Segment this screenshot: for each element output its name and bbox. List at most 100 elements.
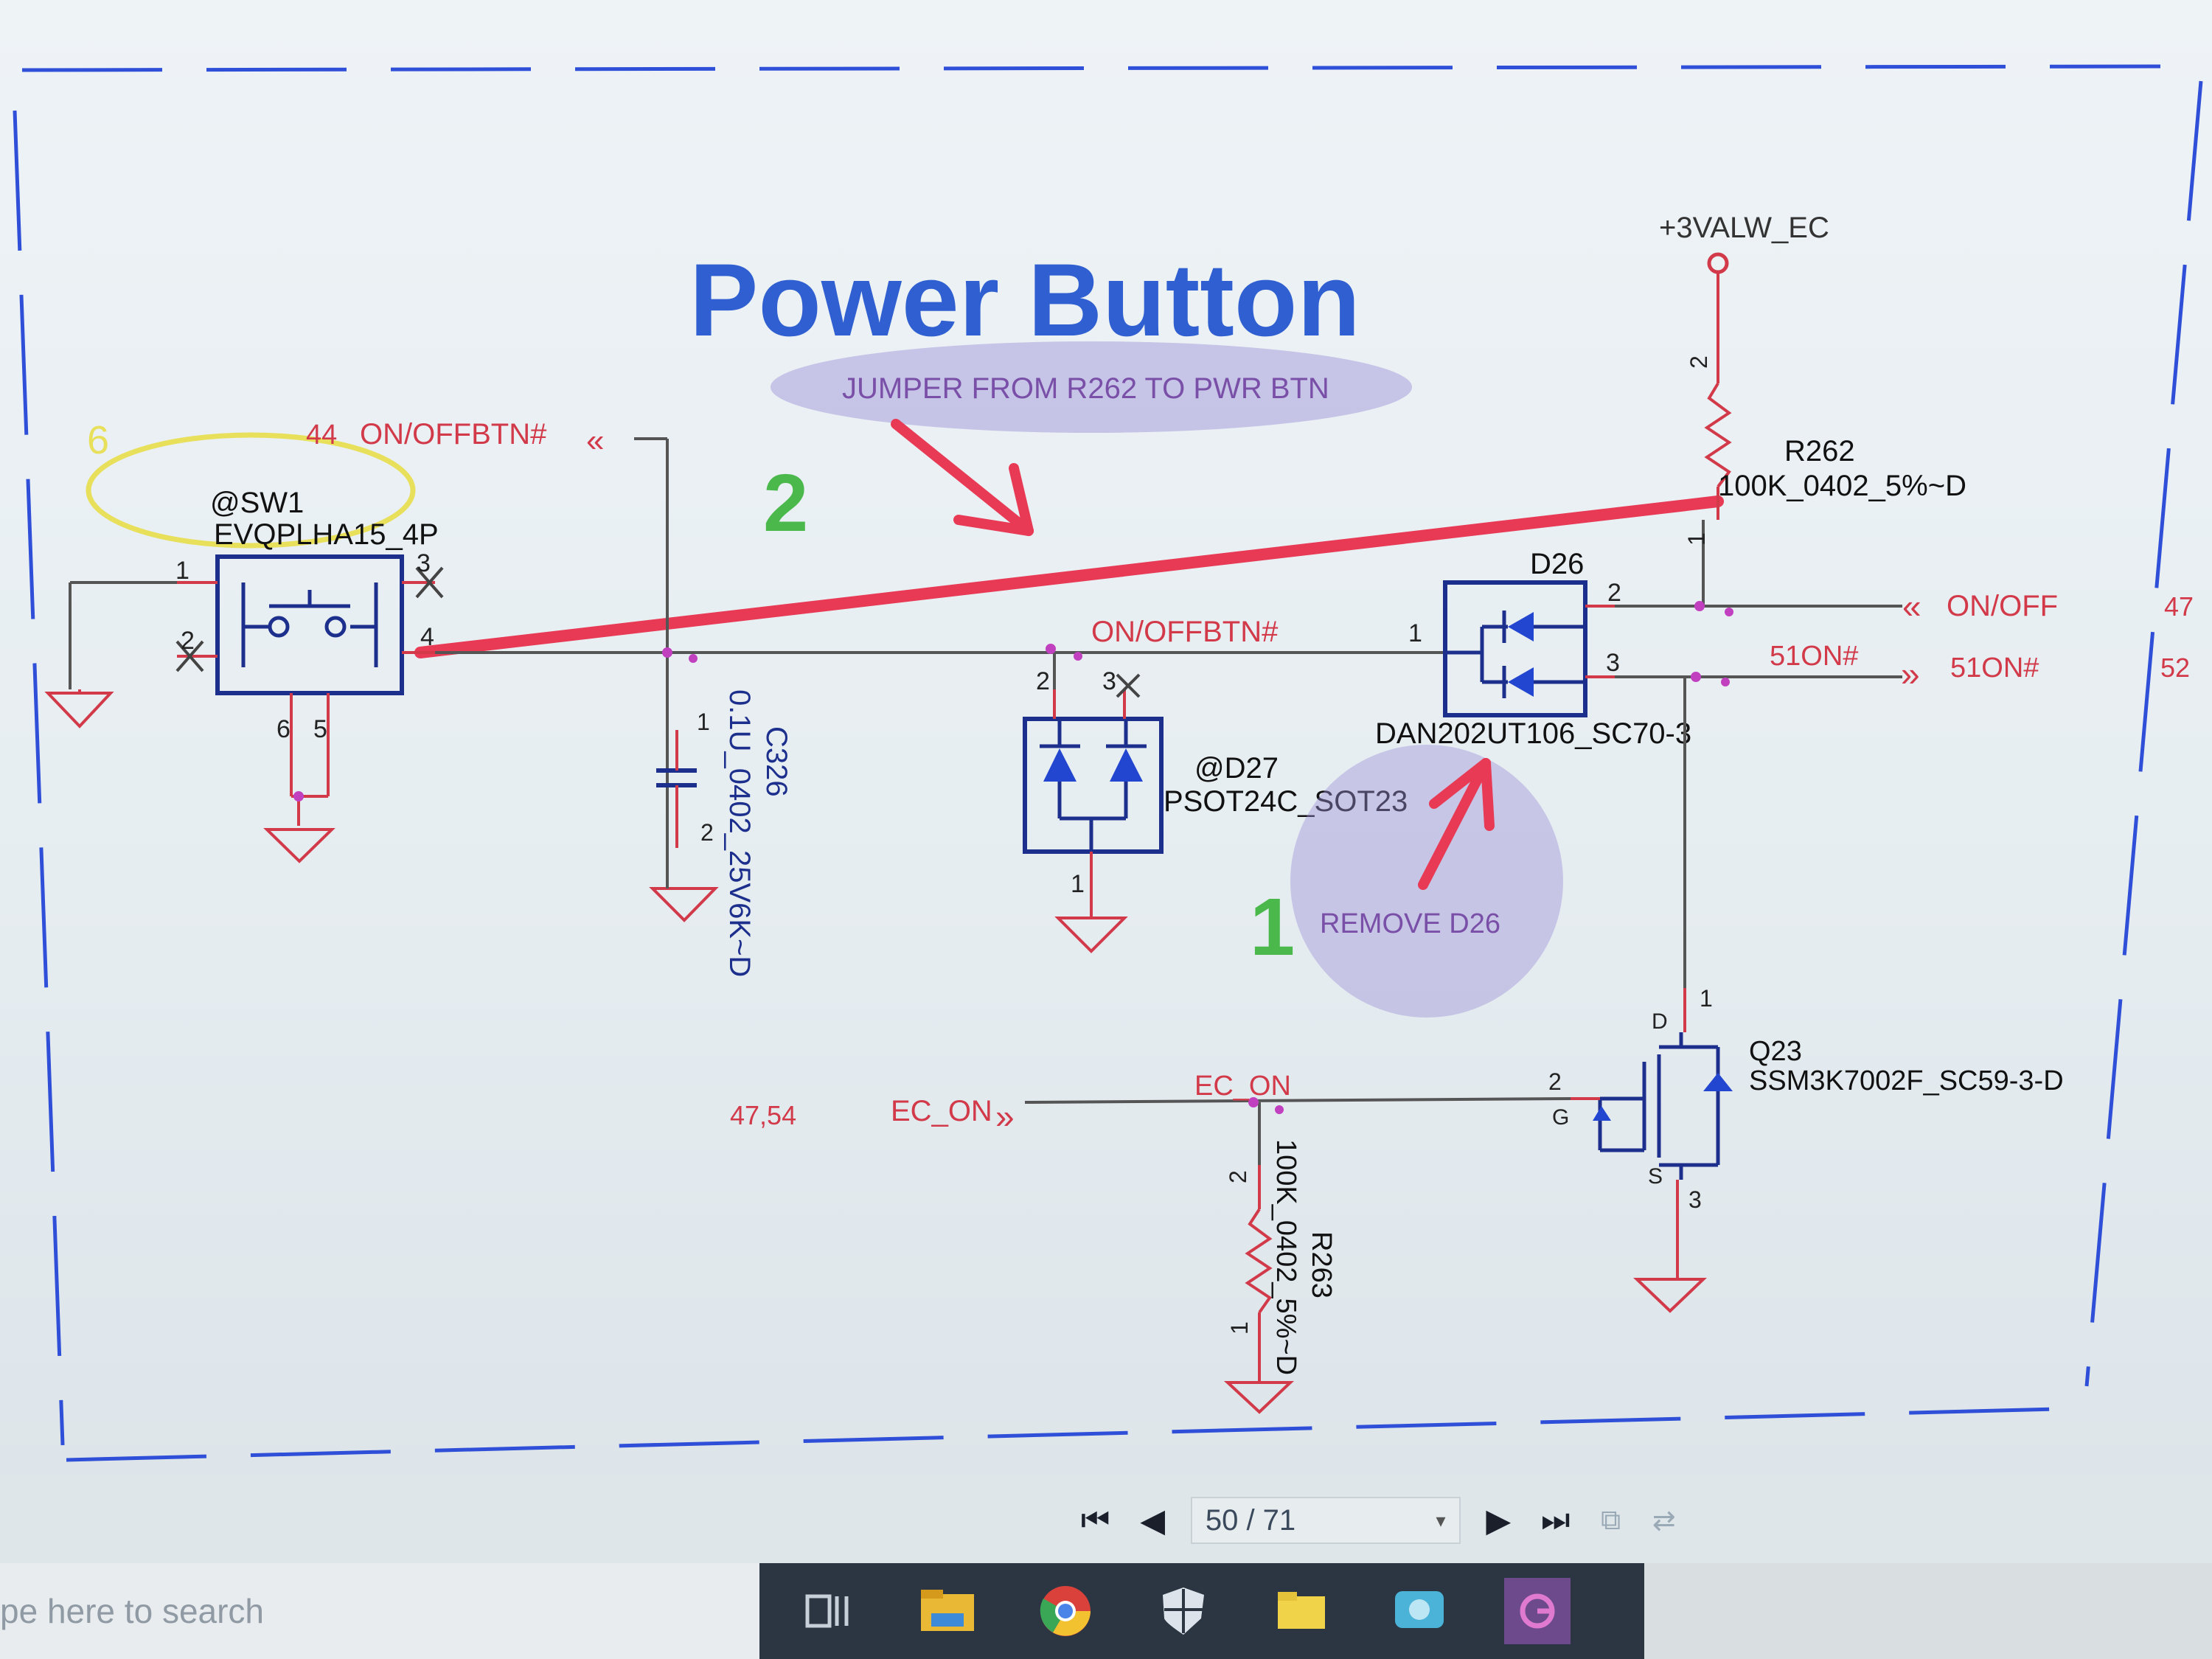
r263-pin-2: 2: [1225, 1170, 1251, 1183]
taskbar-tray: [1644, 1563, 2212, 1659]
ground-symbols: [44, 689, 1707, 1414]
d27-value: PSOT24C_SOT23: [1164, 785, 1408, 818]
frame-top: [21, 64, 2161, 72]
onoffbtn-port-icon: «: [586, 422, 604, 459]
s51on-port-icon: »: [1901, 655, 1920, 693]
prev-page-icon[interactable]: ◀: [1140, 1502, 1166, 1539]
first-page-icon[interactable]: ⏮: [1080, 1502, 1110, 1538]
step-2-marker: 2: [763, 458, 808, 549]
c326-ref: C326: [760, 726, 793, 797]
sw1-body: [215, 554, 404, 695]
c326-pin-2: 2: [700, 819, 714, 846]
ec-on-net: [1024, 1097, 1571, 1165]
ground-r263: [1223, 1381, 1294, 1414]
onoff-right-ref: 47: [2164, 591, 2194, 622]
page-title: Power Button: [689, 242, 1360, 358]
q23-pin-1: 1: [1700, 985, 1713, 1012]
ground-c326: [649, 887, 719, 922]
s51on-port-label: 51ON#: [1950, 653, 2039, 684]
d27-pin-1: 1: [1071, 870, 1085, 898]
onoffbtn-left-label: ON/OFFBTN#: [360, 418, 547, 451]
jumper-arrow: [891, 419, 1034, 536]
remove-arrow: [1418, 758, 1495, 890]
sw1-pin-6: 6: [276, 715, 291, 743]
c326-part: 1 2 C326 0.1U_0402_25V6K~D: [656, 689, 793, 977]
r262-ref: R262: [1784, 435, 1855, 467]
c326-value: 0.1U_0402_25V6K~D: [723, 689, 756, 977]
jumper-wire: [414, 495, 1724, 658]
folder-icon[interactable]: [1268, 1578, 1335, 1644]
d26-ref: D26: [1530, 548, 1584, 580]
r263-value: 100K_0402_5%~D: [1270, 1139, 1301, 1375]
q23-value: SSM3K7002F_SC59-3-D: [1749, 1065, 2064, 1096]
remove-note: REMOVE D26: [1320, 908, 1500, 939]
onoffbtn-ref: 44: [306, 420, 337, 451]
sw1-pin-2: 2: [181, 627, 195, 655]
q23-pin-3: 3: [1688, 1186, 1702, 1213]
d27-pin-3: 3: [1102, 667, 1116, 695]
sw1-value: EVQPLHA15_4P: [214, 518, 439, 551]
page-navigation-bar: ⏮ ◀ 50 / 71 ▾ ▶ ⏭ ⧉ ⇄: [1077, 1484, 1681, 1557]
frame-left: [13, 110, 65, 1446]
sw1-pin-1: 1: [175, 557, 189, 585]
q23-pin-2: 2: [1548, 1068, 1562, 1095]
d27-part: 2 3 1 @D27 PSOT24C_SOT23: [1023, 667, 1408, 918]
ec-on-ref: 47,54: [730, 1100, 796, 1130]
d26-pin-1: 1: [1408, 619, 1422, 647]
security-icon[interactable]: [1150, 1578, 1217, 1644]
remote-app-icon[interactable]: [1386, 1578, 1453, 1644]
ec-on-port-label: EC_ON: [891, 1095, 992, 1127]
jumper-note-highlight: [771, 341, 1412, 433]
sw1-ref: @SW1: [210, 487, 304, 519]
sw1-pin-5: 5: [313, 715, 327, 743]
file-explorer-icon[interactable]: [914, 1578, 981, 1644]
r262-value: 100K_0402_5%~D: [1718, 470, 1966, 502]
r263-pin-1: 1: [1226, 1321, 1253, 1335]
frame-right: [2084, 80, 2203, 1387]
d26-body: [1443, 580, 1587, 717]
jumper-note: JUMPER FROM R262 TO PWR BTN: [842, 372, 1329, 405]
q23-part: 1 D 2 G S 3 Q23 SSM3K7002F_SC59-3-D: [1548, 985, 2064, 1279]
d26-part: D26 DAN202UT106_SC70-3 1 2 3: [1375, 548, 1691, 750]
r262-pin-2: 2: [1686, 355, 1712, 369]
task-view-icon[interactable]: [796, 1578, 863, 1644]
r263-part: 2 1 R263 100K_0402_5%~D: [1225, 1139, 1337, 1382]
schematic-screen: Power Button JUMPER FROM R262 TO PWR BTN…: [0, 0, 2212, 1544]
ground-sw1-left: [44, 692, 114, 728]
launcher-app-icon[interactable]: [1504, 1578, 1571, 1644]
sw1-highlight: [86, 432, 416, 549]
taskbar-search-box[interactable]: pe here to search: [0, 1563, 759, 1659]
vcc-port: [1707, 252, 1729, 274]
frame-bottom: [66, 1406, 2087, 1462]
onoff-port-icon: «: [1902, 587, 1921, 625]
right-nets: [1615, 520, 1902, 988]
q23-pin-g: G: [1552, 1105, 1569, 1130]
next-page-icon[interactable]: ▶: [1486, 1502, 1512, 1539]
sw1-pin-3: 3: [417, 549, 431, 577]
last-page-icon[interactable]: ⏭: [1540, 1502, 1571, 1538]
r262-part: 2 1 R262 100K_0402_5%~D: [1683, 273, 1966, 546]
d26-value: DAN202UT106_SC70-3: [1375, 717, 1691, 750]
d27-ref: @D27: [1194, 752, 1279, 785]
step-1-marker: 1: [1250, 882, 1295, 973]
chrome-icon[interactable]: [1032, 1578, 1099, 1644]
s51on-label: 51ON#: [1770, 641, 1858, 672]
r263-ref: R263: [1306, 1231, 1337, 1298]
onoffbtn-net: [435, 437, 1445, 918]
d26-pin-2: 2: [1607, 579, 1621, 607]
ec-on-port-icon: »: [995, 1097, 1015, 1135]
onoff-right-label: ON/OFF: [1947, 590, 2058, 622]
fit-page-icon[interactable]: ⧉: [1600, 1504, 1621, 1536]
d26-pin-3: 3: [1606, 649, 1620, 677]
c326-pin-1: 1: [697, 709, 710, 735]
rotate-icon[interactable]: ⇄: [1652, 1505, 1676, 1537]
ground-q23: [1633, 1278, 1707, 1313]
ground-sw1-bottom: [263, 828, 335, 863]
s51on-ref: 52: [2160, 653, 2190, 683]
q23-ref: Q23: [1749, 1036, 1802, 1067]
taskbar: pe here to search: [0, 1563, 2212, 1659]
sw1-part: 1 2 3 4 6 5 @SW1 EVQPLHA15_4P: [69, 487, 444, 826]
six-mark: 6: [87, 418, 109, 462]
q23-pin-d: D: [1652, 1009, 1668, 1034]
page-indicator-field[interactable]: 50 / 71 ▾: [1190, 1497, 1461, 1544]
